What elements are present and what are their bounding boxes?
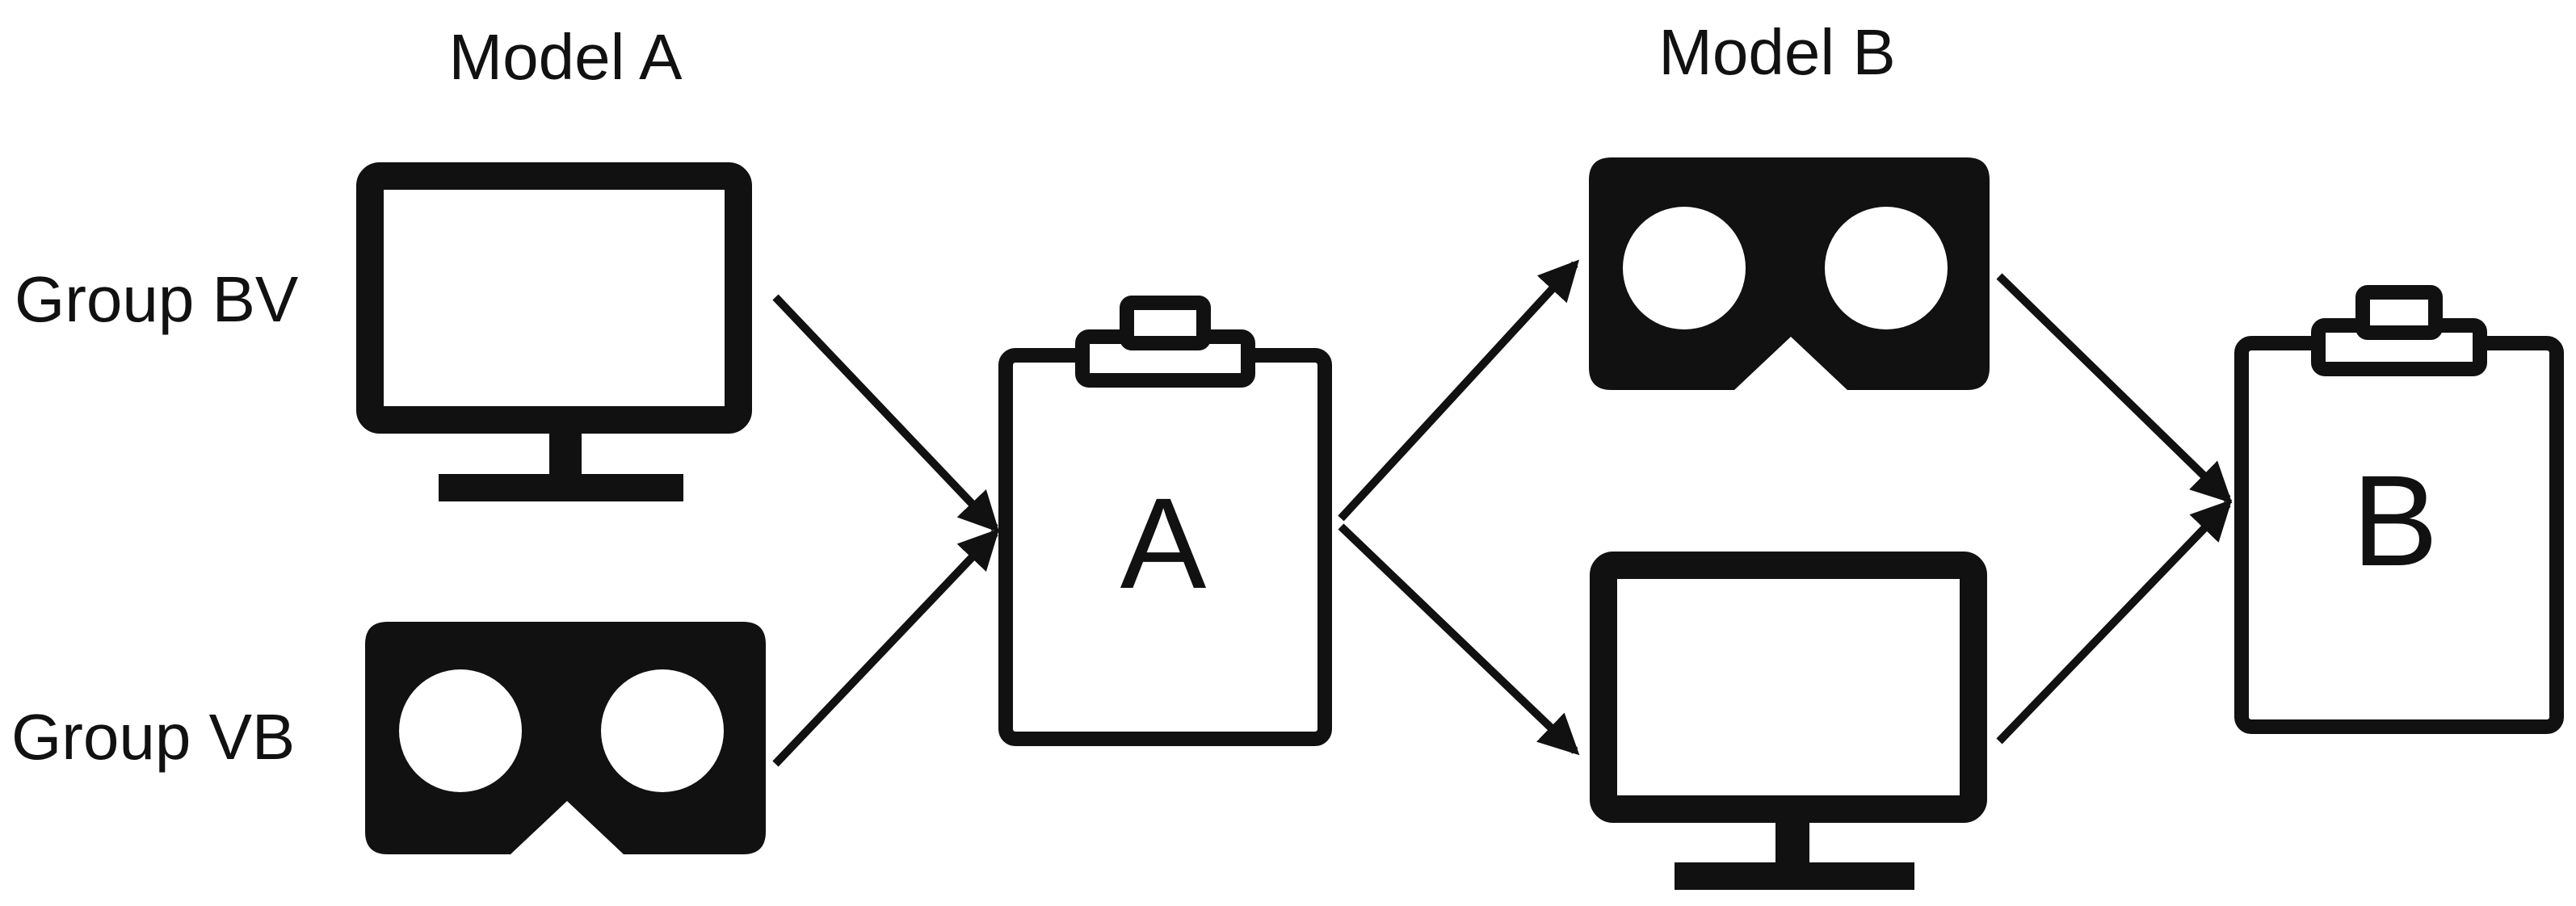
arrow-icon [772, 294, 1000, 533]
clipboard-a-letter: A [1120, 471, 1207, 615]
clipboard-b-letter: B [2352, 448, 2439, 593]
clipboard-icon [998, 296, 1332, 746]
arrow-icon [1338, 523, 1580, 756]
arrow-icon [1338, 259, 1580, 522]
desktop-monitor-icon [1590, 552, 1987, 890]
desktop-monitor-icon [356, 162, 752, 501]
model-a-heading: Model A [448, 21, 683, 93]
model-b-heading: Model B [1658, 16, 1895, 88]
group-bv-label: Group BV [15, 263, 299, 335]
clipboard-icon [2234, 285, 2564, 734]
vr-headset-icon [1589, 157, 1990, 390]
arrow-icon [1996, 273, 2233, 504]
arrow-icon [1996, 499, 2233, 745]
arrow-icon [772, 528, 1000, 767]
vr-headset-icon [365, 622, 766, 854]
group-vb-label: Group VB [11, 701, 295, 773]
